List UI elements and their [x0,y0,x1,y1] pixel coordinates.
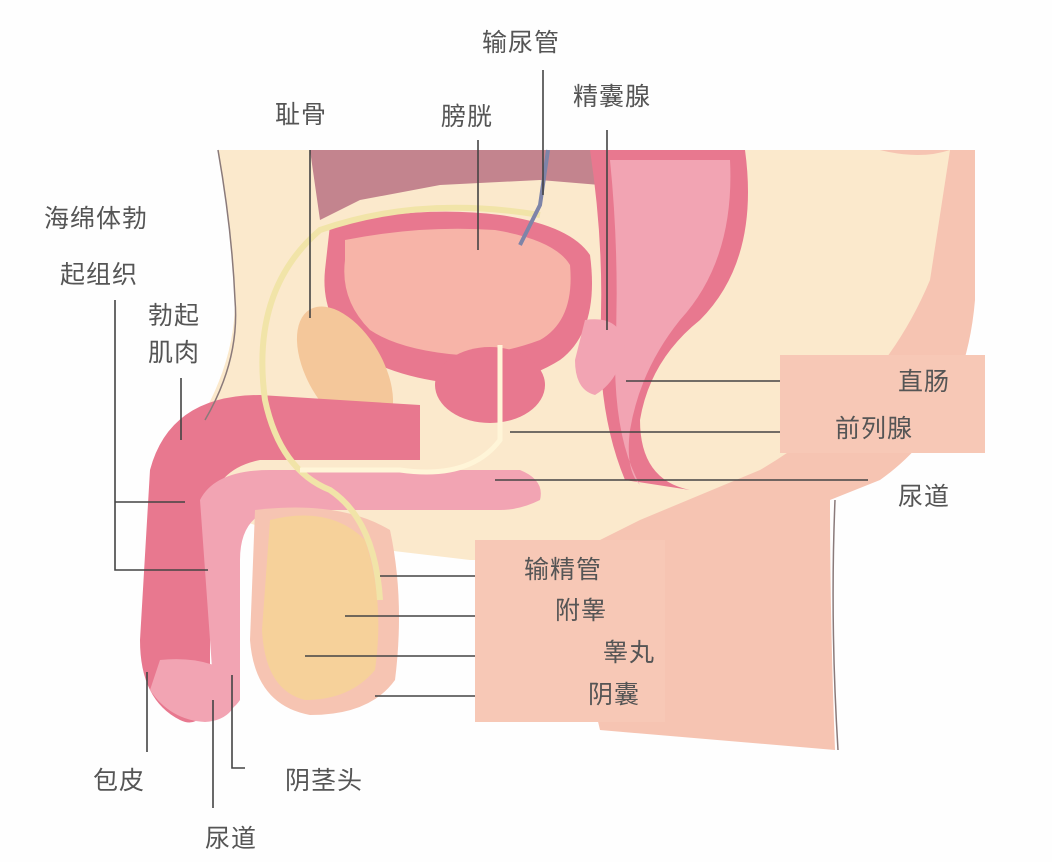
ureter-line [518,149,550,246]
label-corpus-cavernosum-line1: 海绵体勃 [44,204,149,233]
bladder-lumen [344,228,571,355]
label-ureter: 输尿管 [482,28,561,57]
label-vas-deferens: 输精管 [524,555,603,584]
label-rectum: 直肠 [898,367,951,396]
vas-deferens-path [259,204,541,601]
penis-outer [140,395,420,723]
label-urethra-right: 尿道 [898,482,951,511]
label-scrotum: 阴囊 [588,680,641,709]
seminal-vesicle-shape [575,319,625,395]
label-box-rectum-prostate [780,355,985,453]
glans-shape [150,659,240,722]
label-glans: 阴茎头 [285,766,364,795]
label-erectile-muscle-line2: 肌肉 [148,338,201,367]
testis-shape [262,515,379,700]
label-bladder: 膀胱 [441,102,494,131]
label-prostate: 前列腺 [835,414,914,443]
prostate-shape [435,347,545,423]
label-pubic-bone: 耻骨 [275,100,328,129]
label-testis: 睾丸 [603,638,656,667]
label-erectile-muscle-line1: 勃起 [148,301,201,330]
label-corpus-cavernosum-line2: 起组织 [60,260,139,289]
label-seminal-vesicle: 精囊腺 [573,82,652,111]
label-foreskin: 包皮 [93,766,146,795]
label-epididymis: 附睾 [555,596,608,625]
label-box-scrotal [475,540,665,722]
label-urethra-bottom: 尿道 [205,824,258,853]
